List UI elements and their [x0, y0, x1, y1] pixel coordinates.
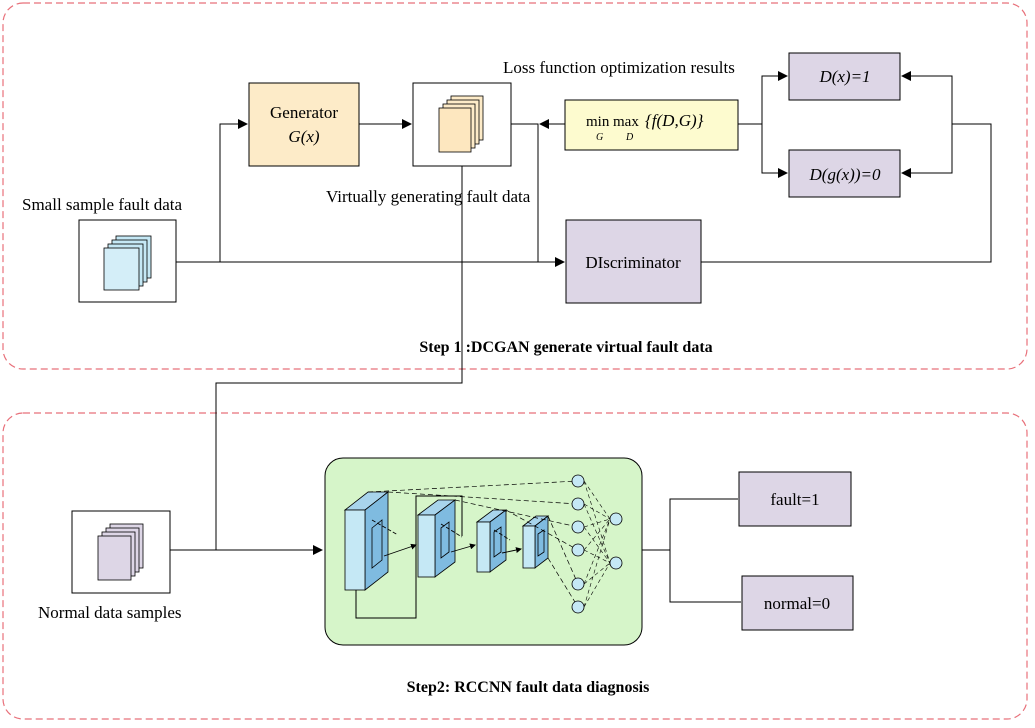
rccnn-network — [324, 457, 643, 646]
d-real-box: D(x)=1 — [788, 52, 901, 101]
conv-block-3 — [475, 509, 508, 573]
normal-samples-label: Normal data samples — [38, 603, 182, 622]
minmax-max: max — [613, 114, 639, 130]
small-sample-box — [78, 219, 177, 303]
d-fake-box: D(g(x))=0 — [788, 149, 901, 198]
loss-label: Loss function optimization results — [503, 58, 735, 77]
generator-formula: G(x) — [288, 127, 319, 146]
conv-arrows — [371, 519, 522, 557]
generator-label: Generator — [270, 103, 338, 122]
to-fault-line — [642, 498, 738, 551]
normal-output-label: normal=0 — [764, 594, 830, 613]
fault-output-box: fault=1 — [738, 471, 852, 527]
discriminator-label: DIscriminator — [585, 253, 681, 272]
virtual-data-box — [412, 82, 512, 167]
discriminator-box: DIscriminator — [565, 219, 702, 304]
neuron-links — [583, 480, 611, 608]
step2-caption: Step2: RCCNN fault data diagnosis — [407, 679, 650, 696]
d-fake-label: D(g(x))=0 — [809, 165, 881, 184]
conv-block-4 — [521, 515, 550, 569]
minmax-sub-d: D — [625, 132, 634, 143]
fc-dashed-links — [367, 480, 579, 608]
small-sample-label: Small sample fault data — [22, 195, 182, 214]
conv-block-2 — [416, 499, 457, 578]
d-real-label: D(x)=1 — [818, 67, 870, 86]
virtual-data-label: Virtually generating fault data — [326, 187, 531, 206]
minmax-box: min max G D {f(D,G)} — [564, 99, 739, 151]
conv-block-1 — [343, 491, 390, 591]
minmax-sub-g: G — [596, 132, 603, 143]
step1-frame — [2, 2, 1028, 370]
step1-connectors — [176, 71, 992, 550]
to-normal-line — [669, 550, 741, 603]
step2-frame — [2, 412, 1028, 720]
residual-connection — [355, 495, 463, 619]
step1-caption: Step 1 :DCGAN generate virtual fault dat… — [419, 339, 712, 356]
minmax-expr: {f(D,G)} — [645, 111, 704, 130]
generator-box: Generator G(x) — [248, 82, 360, 167]
fault-output-label: fault=1 — [770, 490, 819, 509]
minmax-min: min — [586, 114, 610, 130]
normal-output-box: normal=0 — [741, 575, 854, 631]
neuron-layer — [571, 474, 623, 614]
normal-sample-box — [71, 510, 171, 594]
